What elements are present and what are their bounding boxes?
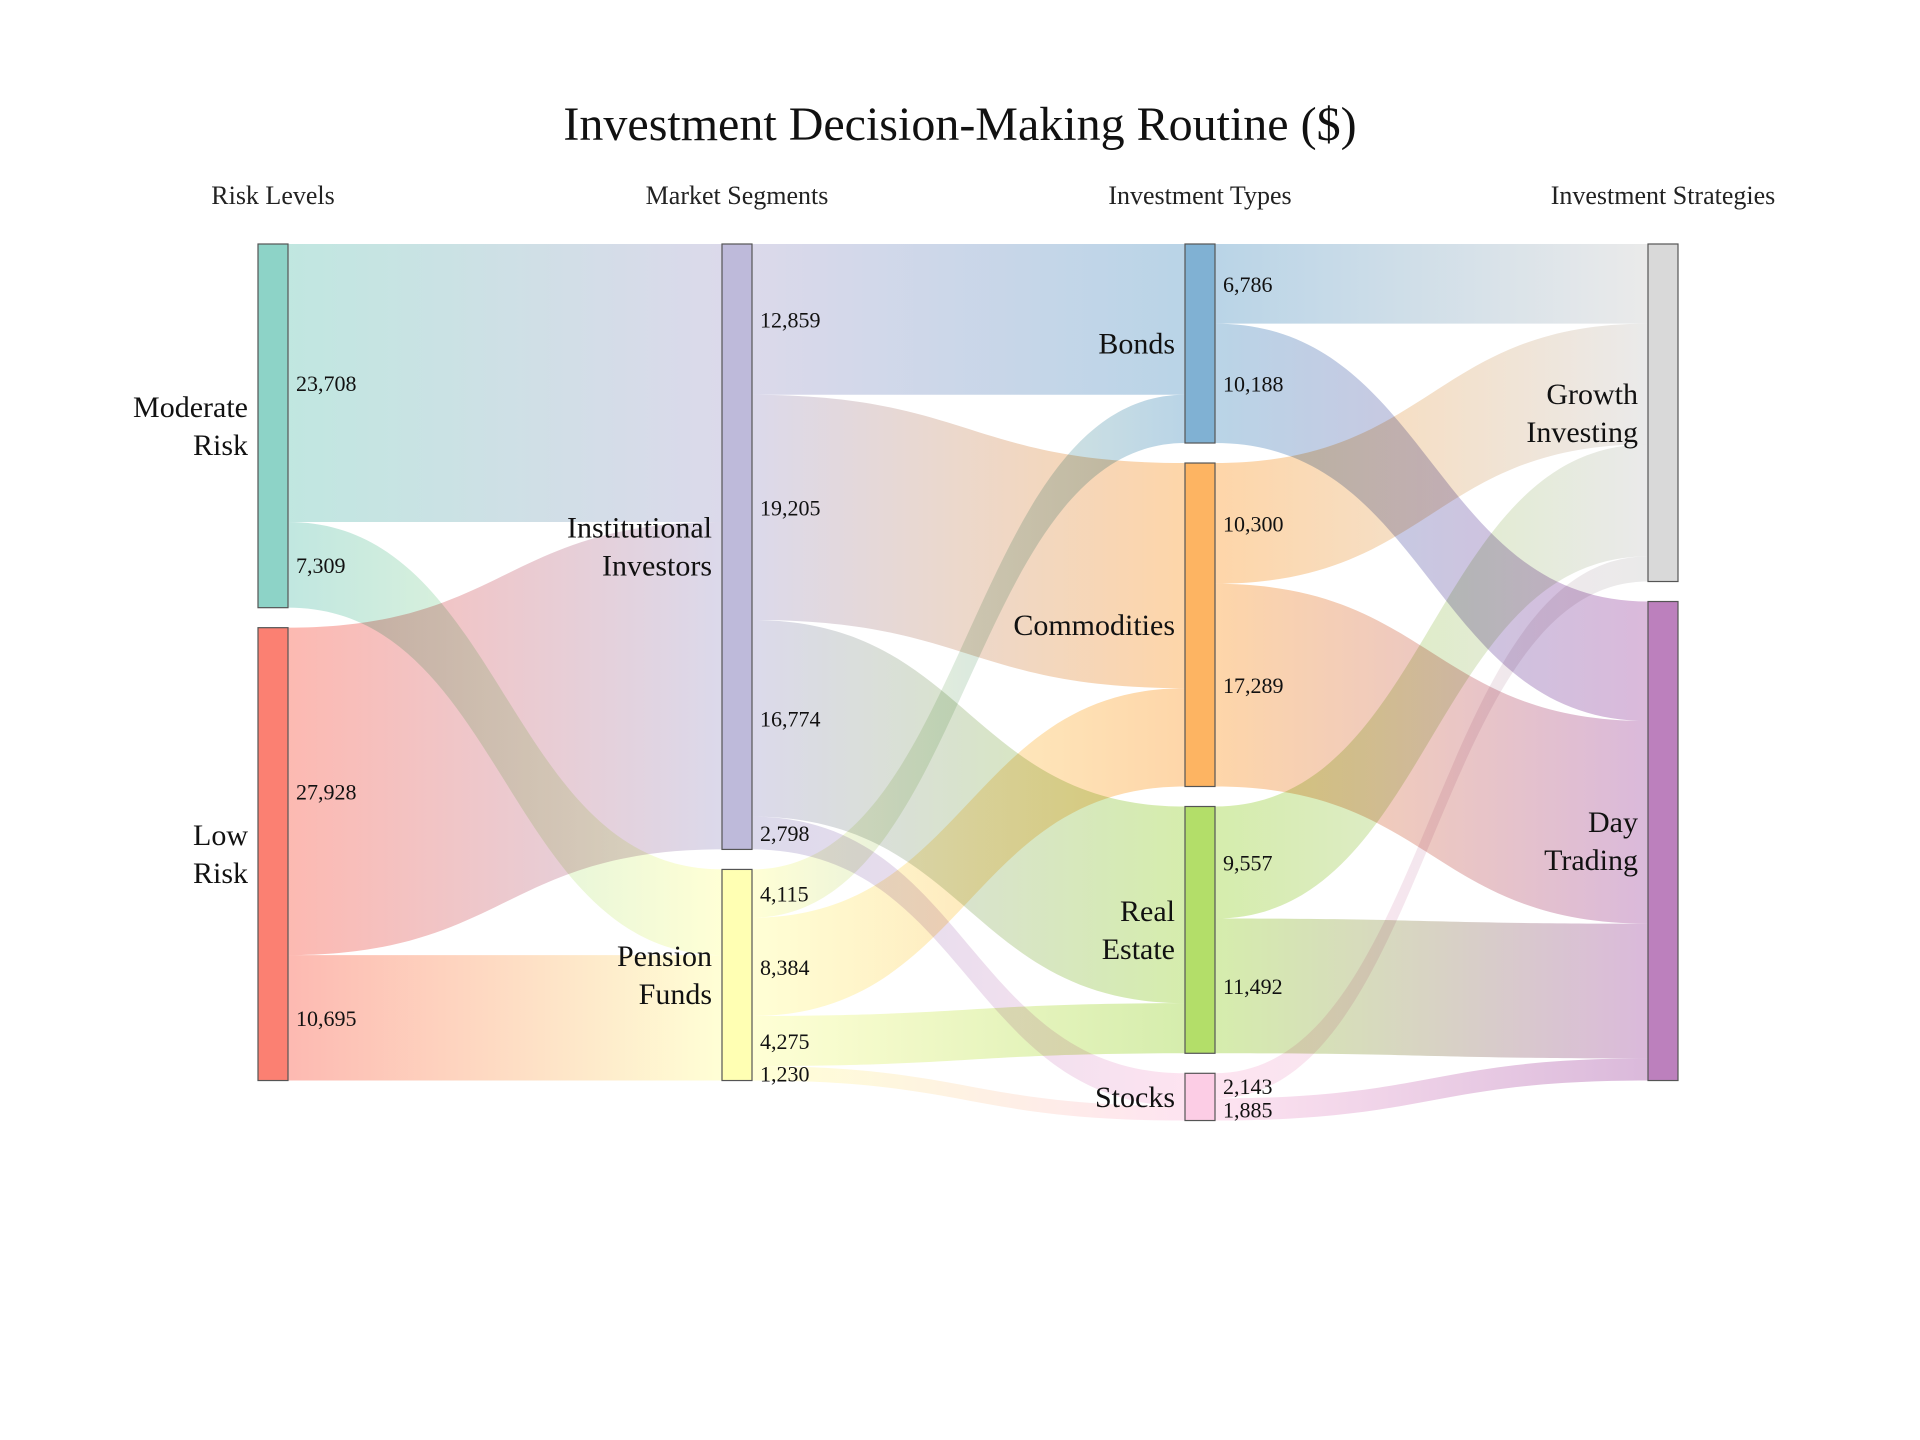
link-value-institutional-to-stocks: 2,798 [760,821,810,846]
link-value-bonds-to-day: 10,188 [1223,371,1284,396]
link-pension-to-bonds [752,394,1185,918]
column-header-investment-strategies: Investment Strategies [1551,181,1776,210]
link-value-realestate-to-growth: 9,557 [1223,851,1273,876]
node-label-line-low-0: Low [193,819,248,852]
link-value-realestate-to-day: 11,492 [1223,974,1283,999]
node-label-line-day-0: Day [1588,806,1638,839]
link-value-pension-to-realestate: 4,275 [760,1029,810,1054]
link-value-institutional-to-bonds: 12,859 [760,307,821,332]
node-label-bonds: Bonds [1098,328,1175,361]
nodes-layer [257,243,1679,1122]
node-label-line-realestate-1: Estate [1102,933,1175,966]
labels-layer: 23,708 7,309 27,928 10,695 12,859 19,205 16,77… [133,272,1638,1123]
link-value-pension-to-bonds: 4,115 [760,882,809,907]
node-low [257,627,289,1082]
link-pension-to-stocks [752,1066,1185,1121]
node-growth [1647,243,1679,583]
link-low-to-pension [288,955,722,1081]
node-commodities [1184,462,1216,788]
column-header-investment-types: Investment Types [1108,181,1291,210]
node-label-line-moderate-1: Risk [193,429,248,462]
node-stocks [1184,1072,1216,1122]
link-value-institutional-to-commodities: 19,205 [760,495,821,520]
node-label-commodities: Commodities [1013,609,1175,642]
link-value-low-to-pension: 10,695 [296,1006,357,1031]
node-label-line-low-1: Risk [193,857,248,890]
link-realestate-to-growth [1215,444,1648,919]
link-institutional-to-bonds [752,244,1185,395]
chart-title: Investment Decision-Making Routine ($) [563,98,1356,151]
node-pension [721,868,753,1082]
node-label-line-moderate-0: Moderate [133,391,248,424]
node-label-line-pension-0: Pension [617,940,712,973]
link-value-low-to-institutional: 27,928 [296,779,357,804]
node-label-line-realestate-0: Real [1120,895,1175,928]
link-moderate-to-institutional [288,244,722,522]
link-value-stocks-to-growth: 2,143 [1223,1074,1273,1099]
link-stocks-to-growth [1215,556,1648,1099]
node-institutional [721,243,753,851]
link-institutional-to-stocks [752,816,1185,1107]
column-header-market-segments: Market Segments [646,181,829,210]
link-value-stocks-to-day: 1,885 [1223,1097,1273,1122]
links-layer [288,244,1648,1121]
node-label-line-pension-1: Funds [639,978,712,1011]
link-low-to-institutional [288,521,722,956]
link-value-commodities-to-growth: 10,300 [1223,511,1284,536]
link-stocks-to-day [1215,1058,1648,1121]
link-value-moderate-to-pension: 7,309 [296,553,346,578]
node-label-line-stocks-0: Stocks [1095,1081,1175,1114]
link-value-institutional-to-realestate: 16,774 [760,706,821,731]
node-label-stocks: Stocks [1095,1081,1175,1114]
link-value-moderate-to-institutional: 23,708 [296,371,357,396]
node-label-line-day-1: Trading [1544,844,1638,877]
link-value-pension-to-commodities: 8,384 [760,955,810,980]
link-commodities-to-growth [1215,323,1648,584]
column-header-risk-levels: Risk Levels [211,181,335,210]
link-pension-to-commodities [752,688,1185,1016]
node-label-line-growth-0: Growth [1546,378,1638,411]
node-moderate [257,243,289,609]
node-bonds [1184,243,1216,444]
link-bonds-to-growth [1215,244,1648,324]
node-realestate [1184,805,1216,1054]
link-value-commodities-to-day: 17,289 [1223,673,1284,698]
node-label-line-institutional-1: Investors [602,550,712,583]
node-label-line-commodities-0: Commodities [1013,609,1175,642]
node-label-line-bonds-0: Bonds [1098,328,1175,361]
node-label-line-growth-1: Investing [1526,416,1638,449]
link-pension-to-realestate [752,1003,1185,1067]
link-commodities-to-day [1215,583,1648,924]
node-day [1647,600,1679,1082]
node-label-line-institutional-0: Institutional [567,512,712,545]
link-value-pension-to-stocks: 1,230 [760,1061,810,1086]
link-value-bonds-to-growth: 6,786 [1223,272,1273,297]
